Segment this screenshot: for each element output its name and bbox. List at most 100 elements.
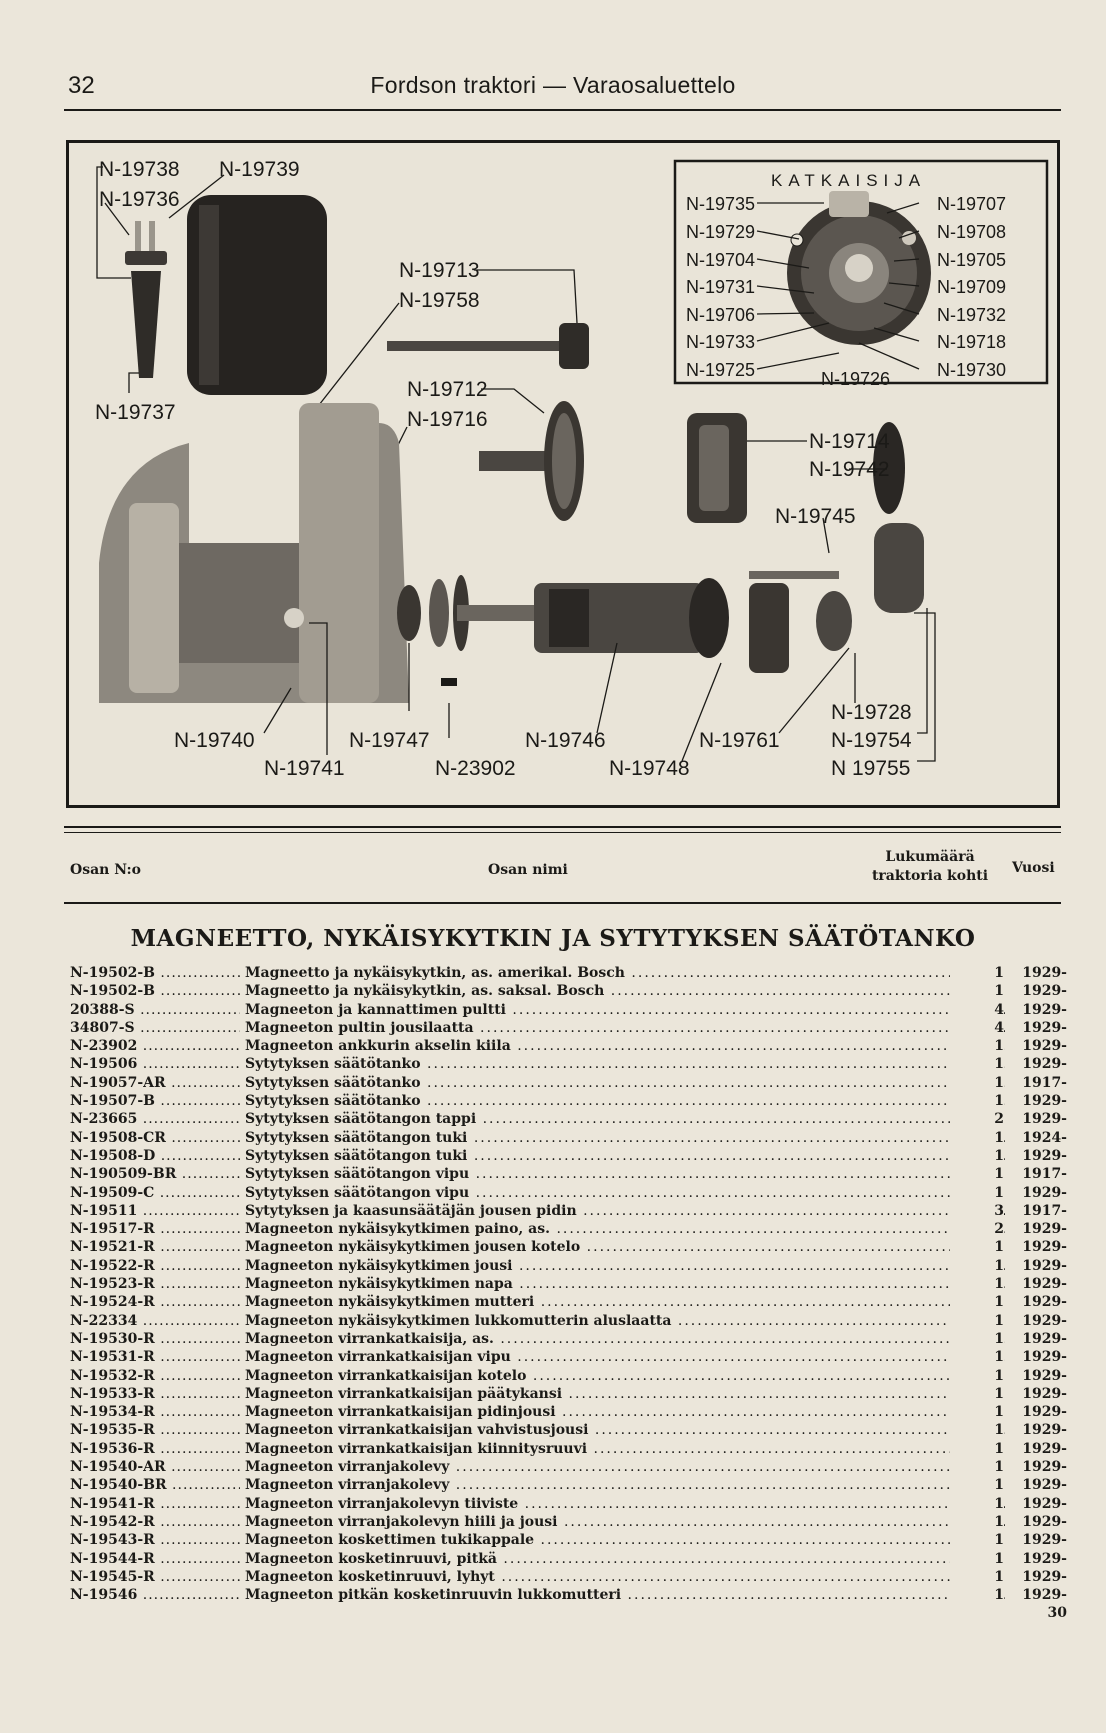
distributor-housing-picture <box>687 413 905 523</box>
part-name: Magneeton pultin jousilaatta <box>245 1019 1020 1037</box>
part-number: N-23665 <box>70 1110 240 1128</box>
col-header-qty: Lukumäärä traktoria kohti <box>871 849 989 884</box>
part-row: N-19057-ARSytytyksen säätötanko11917-27 <box>70 1073 1067 1111</box>
part-row: N-190509-BRSytytyksen säätötangon vipu11… <box>70 1165 1067 1202</box>
part-quantity: 1 <box>950 1256 1004 1276</box>
part-name: Sytytyksen säätötangon tuki <box>245 1129 1020 1147</box>
part-row: N-19540-BRMagneeton virranjakolevy11929-… <box>70 1476 1067 1513</box>
part-quantity: 1 <box>950 1238 1004 1257</box>
part-quantity: 1 <box>950 1128 1004 1147</box>
col-header-part-name: Osan nimi <box>488 862 568 878</box>
part-number: N-19511 <box>70 1202 240 1220</box>
part-row: N-19545-RMagneeton kosketinruuvi, lyhyt1… <box>70 1567 1067 1605</box>
distributor-leaders <box>747 440 887 554</box>
part-quantity: 4 <box>950 1000 1004 1019</box>
label-n19737: N-19737 <box>95 401 176 424</box>
part-number: N-19534-R <box>70 1403 240 1421</box>
part-number: N-19532-R <box>70 1367 240 1385</box>
label-n19758: N-19758 <box>399 289 480 312</box>
part-number: N-19508-D <box>70 1147 240 1165</box>
part-number: N-19540-BR <box>70 1476 240 1494</box>
part-quantity: 1 <box>950 1275 1004 1294</box>
part-year: 1929-30 <box>1005 1586 1067 1623</box>
part-name: Magneeton pitkän kosketinruuvin lukkomut… <box>245 1586 1020 1604</box>
top-left-leaders <box>96 166 225 393</box>
parts-list: N-19502-BMagneetto ja nykäisykytkin, as.… <box>70 964 1067 1623</box>
part-quantity: 1 <box>950 1311 1004 1330</box>
part-number: N-19524-R <box>70 1293 240 1311</box>
part-row: N-19541-RMagneeton virranjakolevyn tiivi… <box>70 1494 1067 1532</box>
part-number: N-19507-B <box>70 1092 240 1110</box>
label-n19738: N-19738 <box>99 158 180 181</box>
label-n19714: N-19714 <box>809 430 890 453</box>
part-number: N-19540-AR <box>70 1458 240 1476</box>
magneto-exploded-view-figure: KATKAISIJA N-1 <box>66 140 1060 808</box>
part-name: Magneeton nykäisykytkimen napa <box>245 1275 1020 1293</box>
part-number: 34807-S <box>70 1019 240 1037</box>
section-title: MAGNEETTO, NYKÄISYKYTKIN JA SYTYTYKSEN S… <box>130 925 976 952</box>
part-number: N-19542-R <box>70 1513 240 1531</box>
magneto-housing-picture <box>99 403 409 703</box>
part-number: N-22334 <box>70 1312 240 1330</box>
part-name: Magneeton virrankatkaisijan vahvistusjou… <box>245 1421 1020 1439</box>
part-row: N-19511 Sytytyksen ja kaasunsäätäjän jous… <box>70 1201 1067 1239</box>
part-name: Magneeton kosketinruuvi, pitkä <box>245 1550 1020 1568</box>
part-name: Sytytyksen säätötangon vipu <box>245 1165 1020 1183</box>
part-row: N-19530-RMagneeton virrankatkaisija, as.… <box>70 1329 1067 1367</box>
part-quantity: 1 <box>950 964 1004 983</box>
label-n19713: N-19713 <box>399 259 480 282</box>
part-row: N-19532-RMagneeton virrankatkaisijan kot… <box>70 1366 1067 1404</box>
part-row: N-19507-BSytytyksen säätötanko11929-33 <box>70 1092 1067 1129</box>
part-name: Magneeton ankkurin akselin kiila <box>245 1037 1020 1055</box>
part-name: Sytytyksen säätötanko <box>245 1055 1020 1073</box>
part-quantity: 1 <box>950 1165 1004 1184</box>
part-quantity: 3 <box>950 1201 1004 1221</box>
part-name: Magneetto ja nykäisykytkin, as. saksal. … <box>245 982 1020 1000</box>
part-quantity: 1 <box>950 1055 1004 1074</box>
label-n19740: N-19740 <box>174 729 255 752</box>
header-bottom-rule <box>64 902 1061 904</box>
part-row: N-19546 Magneeton pitkän kosketinruuvin l… <box>70 1586 1067 1623</box>
part-name: Magneeton nykäisykytkimen paino, as. <box>245 1220 1020 1238</box>
label-n19704: N-19704 <box>686 250 755 270</box>
part-number: N-19523-R <box>70 1275 240 1293</box>
part-number: N-19546 <box>70 1586 240 1604</box>
label-n19742: N-19742 <box>809 458 890 481</box>
part-number: N-19541-R <box>70 1495 240 1513</box>
part-row: N-19517-RMagneeton nykäisykytkimen paino… <box>70 1220 1067 1257</box>
part-number: N-19533-R <box>70 1385 240 1403</box>
part-name: Sytytyksen ja kaasunsäätäjän jousen pidi… <box>245 1202 1020 1220</box>
label-n19746: N-19746 <box>525 729 606 752</box>
label-n19754: N-19754 <box>831 729 912 752</box>
label-n19706: N-19706 <box>686 305 755 325</box>
part-quantity: 4 <box>950 1018 1004 1038</box>
part-quantity: 1 <box>950 1092 1004 1111</box>
part-quantity: 1 <box>950 1531 1004 1550</box>
part-row: N-19542-RMagneeton virranjakolevyn hiili… <box>70 1512 1067 1550</box>
label-n19755: N 19755 <box>831 757 910 780</box>
part-row: N-23665Sytytyksen säätötangon tappi21929… <box>70 1110 1067 1147</box>
part-quantity: 1 <box>950 1183 1004 1202</box>
part-row: N-19536-RMagneeton virrankatkaisijan kii… <box>70 1439 1067 1477</box>
part-number: N-19535-R <box>70 1421 240 1439</box>
part-quantity: 1 <box>950 1037 1004 1056</box>
table-top-rule <box>64 826 1061 833</box>
part-number: N-19536-R <box>70 1440 240 1458</box>
part-name: Sytytyksen säätötangon tuki <box>245 1147 1020 1165</box>
part-row: N-19523-R Magneeton nykäisykytkimen napa1… <box>70 1275 1067 1312</box>
part-row: N-19534-RMagneeton virrankatkaisijan pid… <box>70 1403 1067 1440</box>
part-quantity: 1 <box>950 1512 1004 1532</box>
part-name: Magneeton ja kannattimen pultti <box>245 1001 1020 1019</box>
label-n19745: N-19745 <box>775 505 856 528</box>
part-name: Magneeton virranjakolevy <box>245 1476 1020 1494</box>
part-quantity: 1 <box>950 1476 1004 1495</box>
part-quantity: 1 <box>950 1403 1004 1422</box>
shaft-leaders <box>318 269 578 406</box>
label-n19728: N-19728 <box>831 701 912 724</box>
part-quantity: 1 <box>950 1146 1004 1166</box>
part-name: Magneeton nykäisykytkimen lukkomutterin … <box>245 1312 1020 1330</box>
part-row: N-19502-BMagneetto ja nykäisykytkin, as.… <box>70 982 1067 1019</box>
part-number: N-19509-C <box>70 1184 240 1202</box>
label-n19726: N-19726 <box>821 369 890 389</box>
part-quantity: 1 <box>950 1421 1004 1440</box>
